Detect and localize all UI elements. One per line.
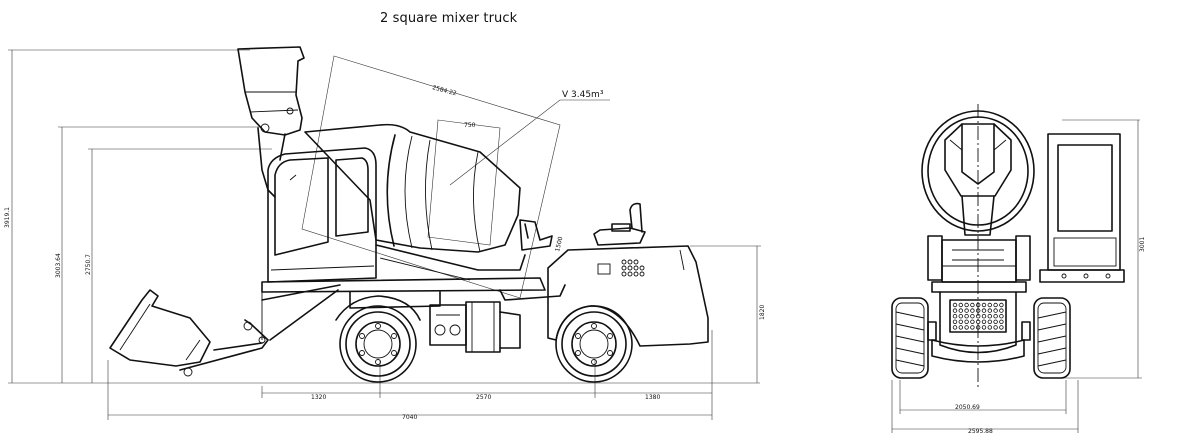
front-wheel bbox=[335, 295, 421, 383]
dim-overall-length: 7040 bbox=[402, 414, 417, 421]
side-dimension-texts: 3919.1 3003.64 2750.7 2584.22 750 1500 1… bbox=[4, 84, 766, 421]
truck-rear-view: 3001 2050.69 2595.88 bbox=[891, 104, 1146, 435]
dim-drum-diameter: 750 bbox=[464, 122, 476, 129]
rear-grille bbox=[952, 302, 1004, 330]
dim-track: 2050.69 bbox=[955, 404, 980, 411]
rear-drum bbox=[921, 110, 1035, 236]
dim-drum-length: 2584.22 bbox=[431, 84, 457, 97]
chassis bbox=[261, 277, 566, 353]
rear-right-tyre bbox=[1033, 297, 1071, 379]
loading-bucket bbox=[109, 284, 341, 377]
truck-side-view bbox=[109, 46, 709, 383]
dim-overall-height: 3919.1 bbox=[4, 207, 11, 228]
vent-grille bbox=[621, 259, 645, 277]
upper-hopper bbox=[237, 46, 305, 198]
dim-rear-height: 1820 bbox=[759, 305, 766, 320]
rear-left-tyre bbox=[891, 297, 929, 379]
dim-drum-depth: 1500 bbox=[554, 236, 564, 253]
cab bbox=[267, 147, 377, 283]
rear-wheel bbox=[555, 305, 633, 383]
volume-label: V 3.45m³ bbox=[562, 90, 604, 100]
mixer-drum bbox=[304, 123, 553, 281]
dim-rear-height: 3001 bbox=[1139, 237, 1146, 252]
dim-wheelbase: 2570 bbox=[476, 394, 491, 401]
dim-height-3003: 3003.64 bbox=[55, 253, 62, 278]
dim-rear-overhang: 1380 bbox=[645, 394, 660, 401]
rear-side-panel bbox=[1047, 133, 1121, 271]
dim-overall-width: 2595.88 bbox=[968, 428, 993, 435]
drawing-title: 2 square mixer truck bbox=[380, 11, 518, 26]
dim-front-overhang: 1320 bbox=[311, 394, 326, 401]
rear-frame bbox=[927, 235, 1125, 363]
rear-body bbox=[547, 202, 709, 347]
dim-height-2750: 2750.7 bbox=[85, 254, 92, 275]
